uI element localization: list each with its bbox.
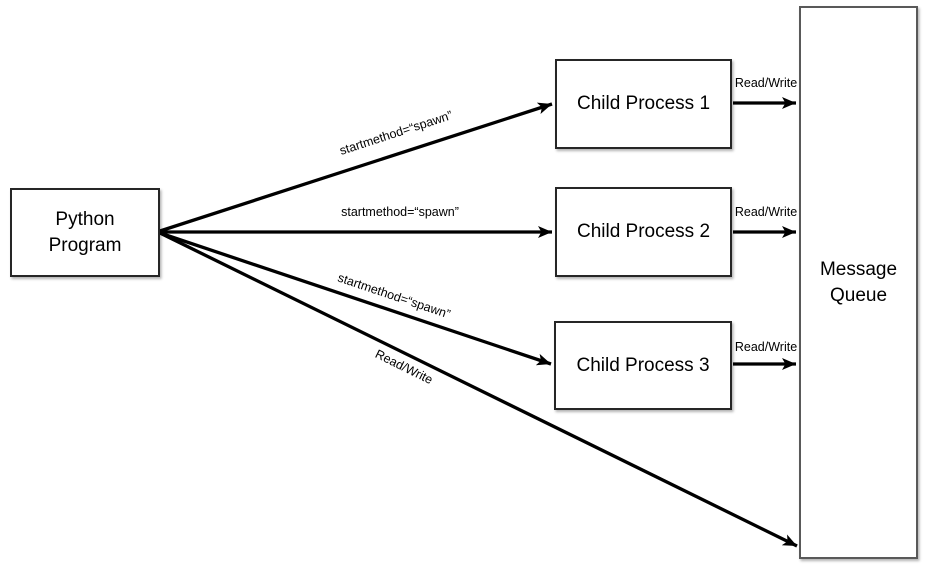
node-python-program-label: Python Program: [48, 208, 122, 256]
arrow-python-to-child-1: [159, 102, 553, 233]
node-child-process-2-label: Child Process 2: [576, 221, 711, 243]
node-message-queue: Message Queue: [799, 6, 918, 559]
edge-label-readwrite-child-2: Read/Write: [734, 205, 798, 219]
node-child-process-1: Child Process 1: [555, 59, 732, 149]
edge-label-spawn-child-2: startmethod=“spawn”: [341, 205, 459, 219]
node-child-process-3: Child Process 3: [554, 321, 732, 410]
node-python-program: Python Program: [10, 188, 160, 277]
node-child-process-3-label: Child Process 3: [576, 354, 710, 376]
arrow-python-to-queue: [159, 231, 798, 548]
node-child-process-2: Child Process 2: [555, 187, 732, 277]
node-message-queue-label: Message Queue: [819, 258, 898, 306]
edge-label-readwrite-child-3: Read/Write: [734, 340, 798, 354]
arrow-python-to-child-3: [159, 231, 552, 366]
node-child-process-1-label: Child Process 1: [576, 93, 711, 115]
edge-label-readwrite-child-1: Read/Write: [734, 76, 798, 90]
